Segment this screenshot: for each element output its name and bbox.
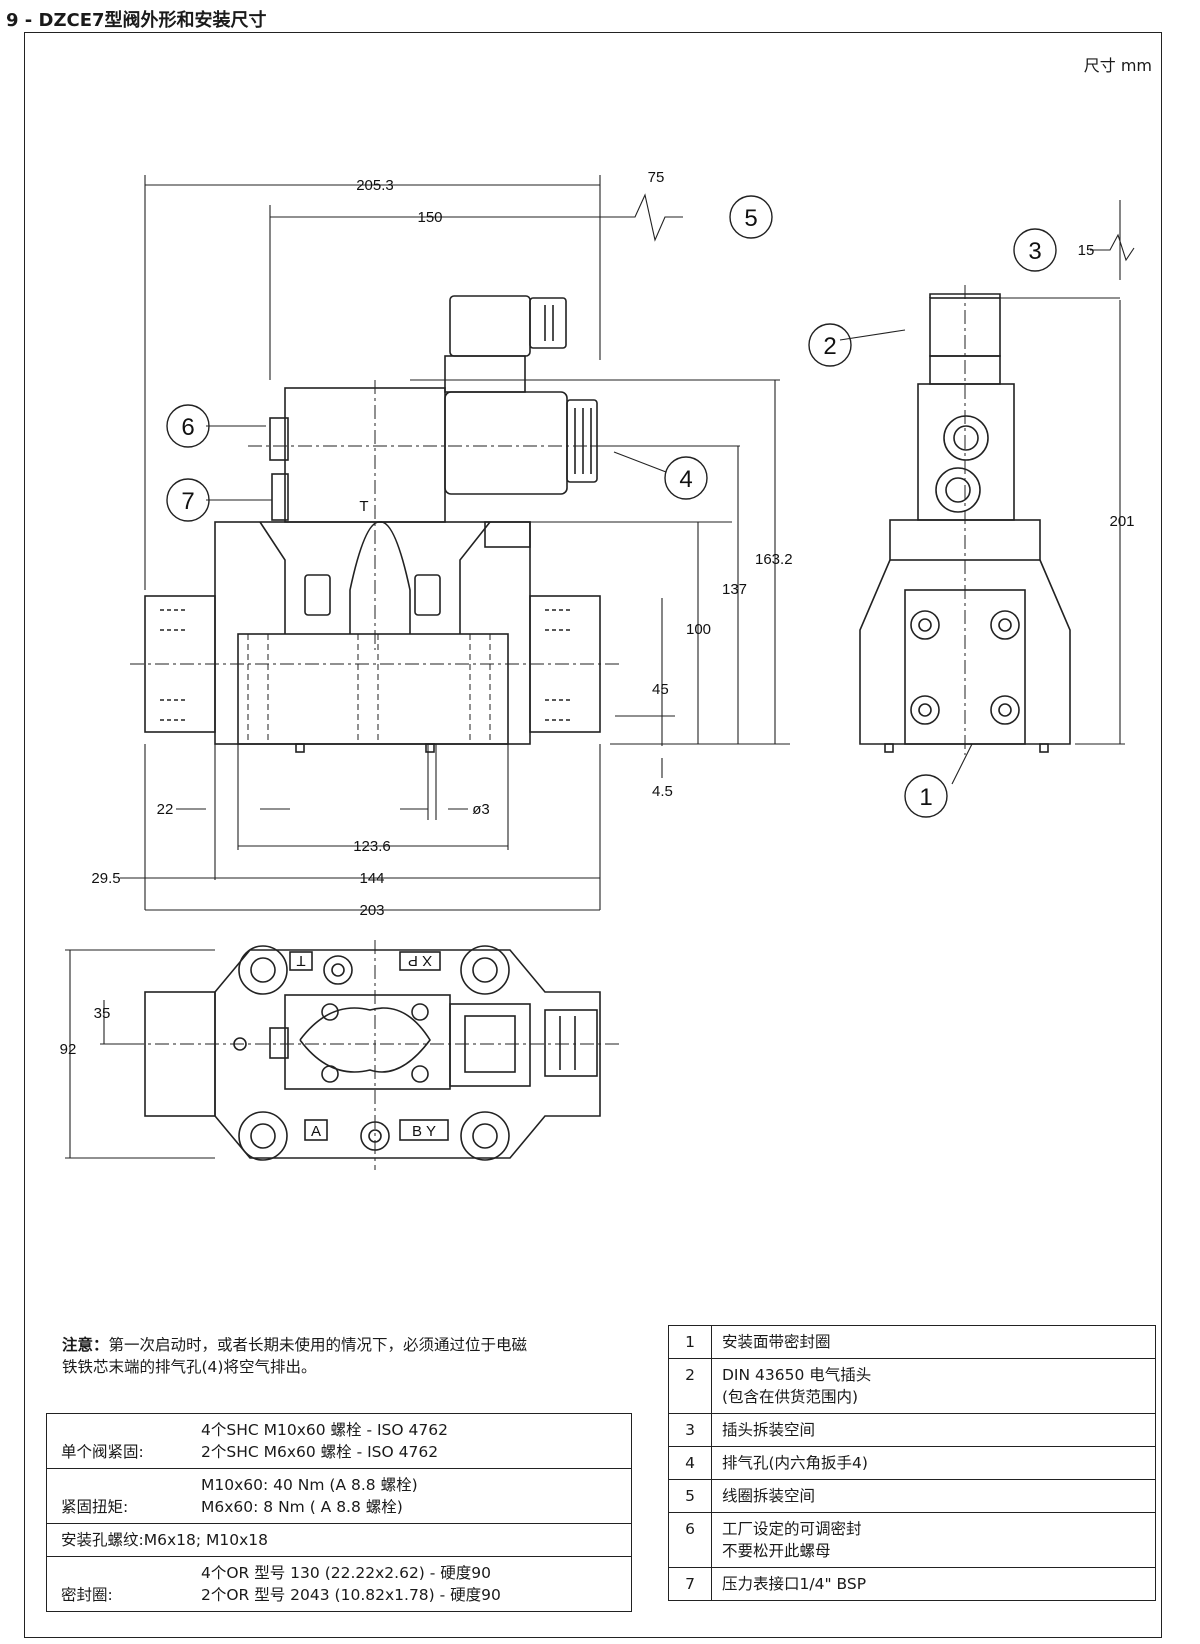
leader-lines xyxy=(206,329,973,785)
top-view xyxy=(65,940,620,1170)
dim-29-5: 29.5 xyxy=(91,870,120,887)
spec-value: M10x60: 40 Nm (A 8.8 螺栓) xyxy=(201,1476,418,1494)
dim-203: 203 xyxy=(359,902,384,919)
callout-circle-3 xyxy=(1013,228,1057,272)
spec-value: 4个OR 型号 130 (22.22x2.62) - 硬度90 xyxy=(201,1564,492,1582)
port-label-by: B Y xyxy=(412,1123,436,1140)
legend-number: 1 xyxy=(668,1325,712,1359)
callout-circle-4 xyxy=(664,456,708,500)
side-view xyxy=(859,200,1135,755)
legend-text: 工厂设定的可调密封 xyxy=(722,1520,862,1538)
legend-text: (包含在供货范围内) xyxy=(722,1388,859,1406)
dim-123-6: 123.6 xyxy=(353,838,391,855)
callout-4: 4 xyxy=(679,466,692,493)
port-label-t: T xyxy=(296,952,305,969)
table-row: 紧固扭矩: M10x60: 40 Nm (A 8.8 螺栓) M6x60: 8 Nm… xyxy=(46,1468,632,1524)
legend-number: 7 xyxy=(668,1567,712,1601)
table-row: 2 DIN 43650 电气插头 (包含在供货范围内) xyxy=(668,1358,1156,1414)
legend-text: 插头拆装空间 xyxy=(711,1413,1156,1447)
dim-15: 15 xyxy=(1078,242,1095,259)
technical-drawing: 5 3 2 6 4 7 1 205.3 150 75 163.2 137 100… xyxy=(60,169,1135,1170)
callout-circles xyxy=(166,195,1057,818)
legend-text: 安装面带密封圈 xyxy=(711,1325,1156,1359)
legend-number: 3 xyxy=(668,1413,712,1447)
callout-circle-5 xyxy=(729,195,773,239)
callout-2: 2 xyxy=(823,333,836,360)
callout-1: 1 xyxy=(919,784,932,811)
table-row: 6 工厂设定的可调密封不要松开此螺母 xyxy=(668,1512,1156,1568)
legend-text: 线圈拆装空间 xyxy=(711,1479,1156,1513)
note-line-1: 第一次启动时，或者长期未使用的情况下，必须通过位于电磁 xyxy=(108,1336,528,1354)
front-view xyxy=(130,295,620,753)
legend-text: DIN 43650 电气插头 xyxy=(722,1366,872,1384)
dim-100: 100 xyxy=(686,621,711,638)
spec-key: 单个阀紧固: xyxy=(61,1443,144,1461)
legend-number: 6 xyxy=(668,1512,712,1568)
dim-35: 35 xyxy=(94,1005,111,1022)
table-row: 密封圈: 4个OR 型号 130 (22.22x2.62) - 硬度90 2个OR … xyxy=(46,1556,632,1612)
drawing-frame xyxy=(24,32,1162,1638)
spec-key: 紧固扭矩: xyxy=(61,1498,129,1516)
legend-number: 5 xyxy=(668,1479,712,1513)
dim-45: 45 xyxy=(652,681,669,698)
dim-22: 22 xyxy=(157,801,174,818)
callout-circle-6 xyxy=(166,404,210,448)
spec-value: 2个SHC M6x60 螺栓 - ISO 4762 xyxy=(201,1443,439,1461)
dim-phi-3: ø3 xyxy=(472,801,490,818)
table-row: 安装孔螺纹:M6x18; M10x18 xyxy=(46,1523,632,1557)
units-label: 尺寸 mm xyxy=(1083,56,1152,75)
dim-201: 201 xyxy=(1109,513,1134,530)
spec-value: M6x60: 8 Nm ( A 8.8 螺栓) xyxy=(201,1498,403,1516)
dim-4-5: 4.5 xyxy=(652,783,673,800)
dim-150: 150 xyxy=(417,209,442,226)
callout-7: 7 xyxy=(181,488,194,515)
legend-number: 2 xyxy=(668,1358,712,1414)
legend-text: 压力表接口1/4" BSP xyxy=(711,1567,1156,1601)
callout-3: 3 xyxy=(1028,238,1041,265)
spec-key: 密封圈: xyxy=(61,1586,113,1604)
note-line-2: 铁铁芯末端的排气孔(4)将空气排出。 xyxy=(62,1358,317,1376)
dim-137: 137 xyxy=(722,581,747,598)
dim-144: 144 xyxy=(359,870,384,887)
dim-205-3: 205.3 xyxy=(356,177,394,194)
table-row: 单个阀紧固: 4个SHC M10x60 螺栓 - ISO 4762 2个SHC M6… xyxy=(46,1413,632,1469)
legend-number: 4 xyxy=(668,1446,712,1480)
callout-circle-2 xyxy=(808,323,852,367)
dim-75: 75 xyxy=(648,169,665,186)
note: 注意：第一次启动时，或者长期未使用的情况下，必须通过位于电磁 铁铁芯末端的排气孔… xyxy=(62,1334,642,1378)
port-label-xp: X P xyxy=(408,952,432,969)
callout-circle-7 xyxy=(166,478,210,522)
spec-key: 安装孔螺纹: xyxy=(61,1531,144,1549)
legend-text: 排气孔(内六角扳手4) xyxy=(711,1446,1156,1480)
legend-text: 不要松开此螺母 xyxy=(722,1542,831,1560)
spec-value: 2个OR 型号 2043 (10.82x1.78) - 硬度90 xyxy=(201,1586,501,1604)
dim-163-2: 163.2 xyxy=(755,551,793,568)
port-label-a: A xyxy=(311,1123,321,1140)
callout-5: 5 xyxy=(744,205,757,232)
front-dimensions xyxy=(120,175,790,911)
callout-6: 6 xyxy=(181,414,194,441)
callout-circle-1 xyxy=(904,774,948,818)
page-title: 9 - DZCE7型阀外形和安装尺寸 xyxy=(6,10,267,31)
note-label: 注意： xyxy=(62,1336,109,1354)
spec-value: 4个SHC M10x60 螺栓 - ISO 4762 xyxy=(201,1421,448,1439)
spec-value: M6x18; M10x18 xyxy=(143,1531,269,1549)
specs-table: 单个阀紧固: 4个SHC M10x60 螺栓 - ISO 4762 2个SHC M6… xyxy=(46,1413,632,1612)
dim-92: 92 xyxy=(60,1041,77,1058)
port-label-t-front: T xyxy=(359,498,368,515)
